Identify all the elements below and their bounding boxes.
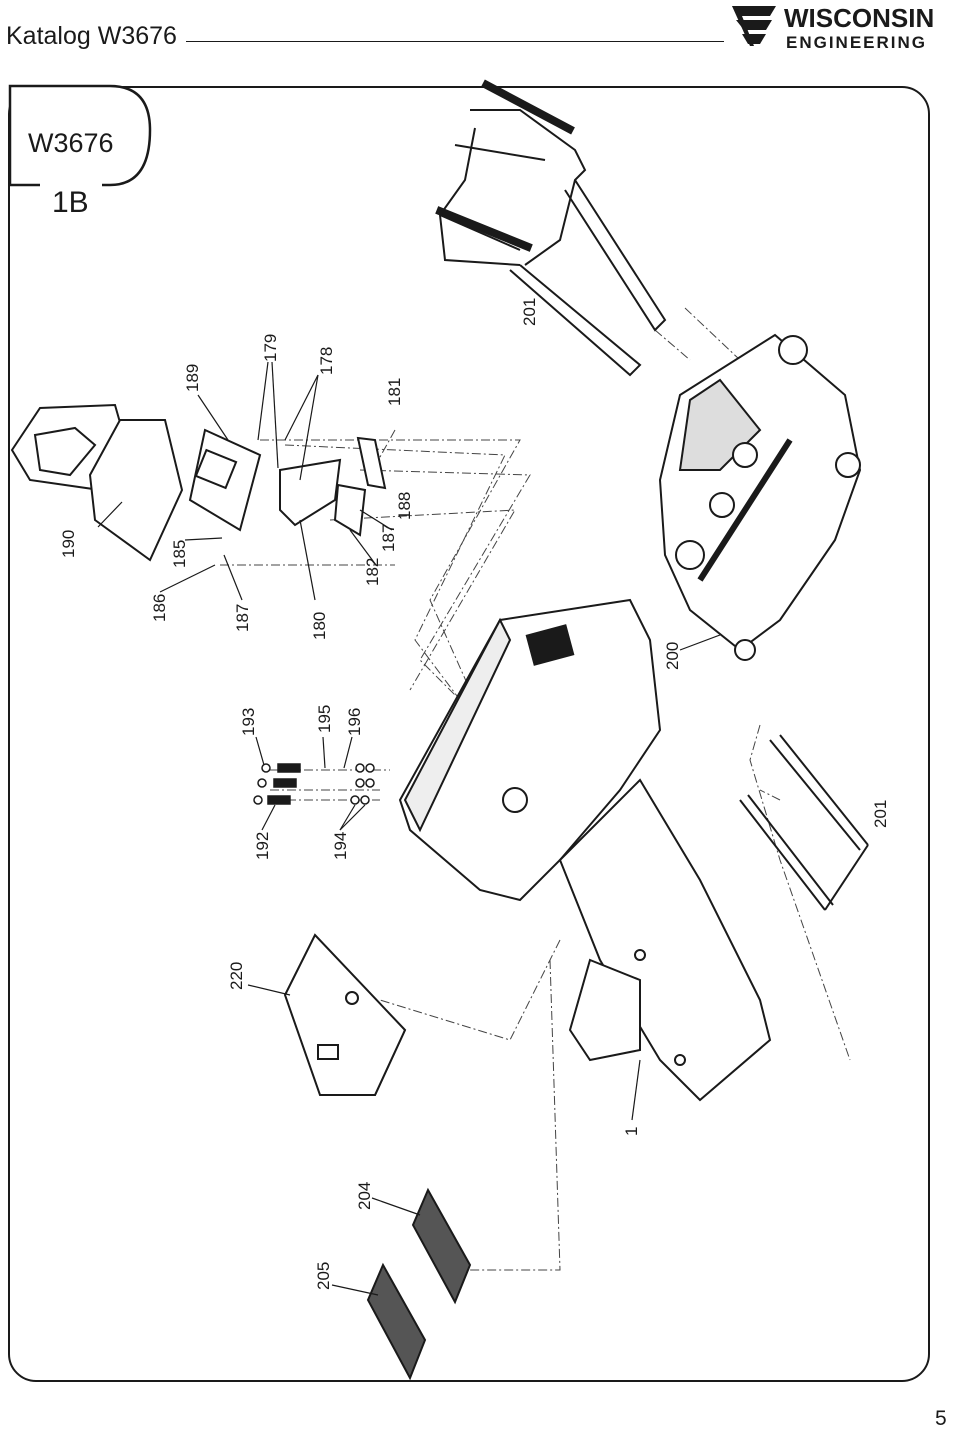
callout-180: 180 (310, 612, 329, 640)
callout-220: 220 (227, 962, 246, 990)
callout-194: 194 (331, 832, 350, 860)
page-number: 5 (935, 1407, 947, 1430)
callout-200: 200 (663, 642, 682, 670)
header-rule (186, 41, 724, 42)
diagram-frame (8, 86, 930, 1382)
floor-mat-205 (366, 1262, 427, 1381)
callout-labels: 201 179 178 189 181 188 187 182 190 185 … (59, 298, 890, 1290)
badge-section: 1B (52, 186, 89, 219)
wisconsin-engineering-logo: WISCONSIN ENGINEERING (732, 3, 934, 52)
callout-193: 193 (239, 708, 258, 736)
lift-linkage-201 (435, 79, 667, 377)
callout-192: 192 (253, 832, 272, 860)
callout-179: 179 (261, 334, 280, 362)
bracket-180 (279, 436, 387, 537)
seat-190 (10, 403, 184, 562)
callout-201-top: 201 (520, 298, 539, 326)
model-badge: W3676 1B (8, 84, 152, 219)
callout-205: 205 (314, 1262, 333, 1290)
mower-deck-200 (658, 333, 862, 661)
fuel-tank-220 (283, 933, 407, 1096)
logo-emblem-icon (732, 6, 776, 46)
callout-182: 182 (363, 558, 382, 586)
logo-wordmark-top: WISCONSIN (784, 3, 934, 33)
callout-186: 186 (150, 594, 169, 622)
callout-187-mid: 187 (379, 524, 398, 552)
callout-leaders (97, 361, 721, 1296)
badge-model: W3676 (28, 128, 114, 158)
logo-wordmark-bottom: ENGINEERING (786, 33, 927, 52)
floor-mat-204 (411, 1187, 472, 1305)
spring-set-192-196 (253, 763, 375, 805)
callout-1: 1 (622, 1127, 641, 1136)
callout-178: 178 (317, 347, 336, 375)
callout-181: 181 (385, 378, 404, 406)
callout-188: 188 (395, 492, 414, 520)
callout-195: 195 (315, 705, 334, 733)
callout-190: 190 (59, 530, 78, 558)
callout-185: 185 (170, 540, 189, 568)
main-frame-1 (398, 598, 772, 1102)
callout-196: 196 (345, 708, 364, 736)
callout-204: 204 (355, 1182, 374, 1210)
callout-187-low: 187 (233, 604, 252, 632)
drag-link-201 (739, 734, 869, 911)
callout-201-right: 201 (871, 800, 890, 828)
callout-189: 189 (183, 364, 202, 392)
catalog-title: Katalog W3676 (6, 22, 177, 50)
seat-plate-189 (188, 428, 262, 532)
